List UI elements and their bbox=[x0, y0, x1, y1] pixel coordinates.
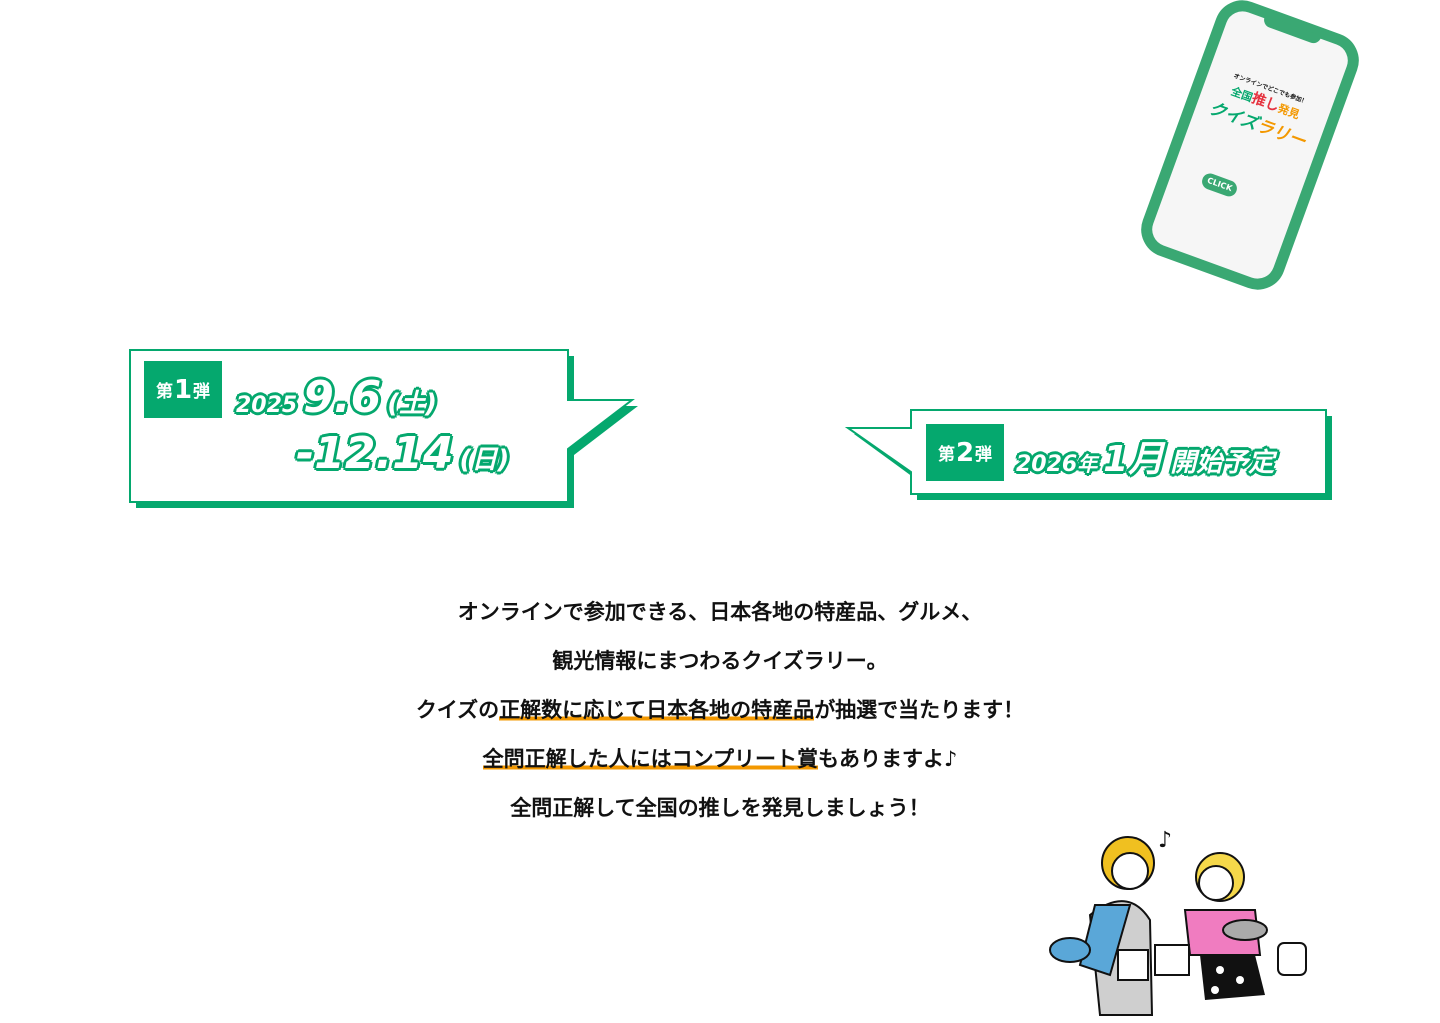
description: オンラインで参加できる、日本各地の特産品、グルメ、 観光情報にまつわるクイズラリ… bbox=[0, 588, 1440, 833]
description-line: 観光情報にまつわるクイズラリー。 bbox=[552, 649, 888, 673]
description-line: オンラインで参加できる、日本各地の特産品、グルメ、 bbox=[457, 600, 983, 624]
shopping-women-illustration: ♪ bbox=[1049, 828, 1307, 1016]
phase1-end-date: -12.14(日) bbox=[296, 428, 510, 479]
svg-text:♪: ♪ bbox=[1158, 828, 1172, 853]
description-line: クイズの正解数に応じて日本各地の特産品が抽選で当たります！ bbox=[415, 698, 1025, 722]
phone-frame bbox=[1133, 0, 1367, 298]
phase1-speech-bubble bbox=[129, 349, 638, 508]
quiz-rally-phone-link[interactable]: オンラインでどこでも参加！ 全国推し発見 クイズラリー CLICK bbox=[1133, 0, 1367, 298]
description-line: 全問正解して全国の推しを発見しましょう！ bbox=[510, 796, 930, 820]
description-line: 全問正解した人にはコンプリート賞もありますよ♪ bbox=[482, 747, 958, 771]
